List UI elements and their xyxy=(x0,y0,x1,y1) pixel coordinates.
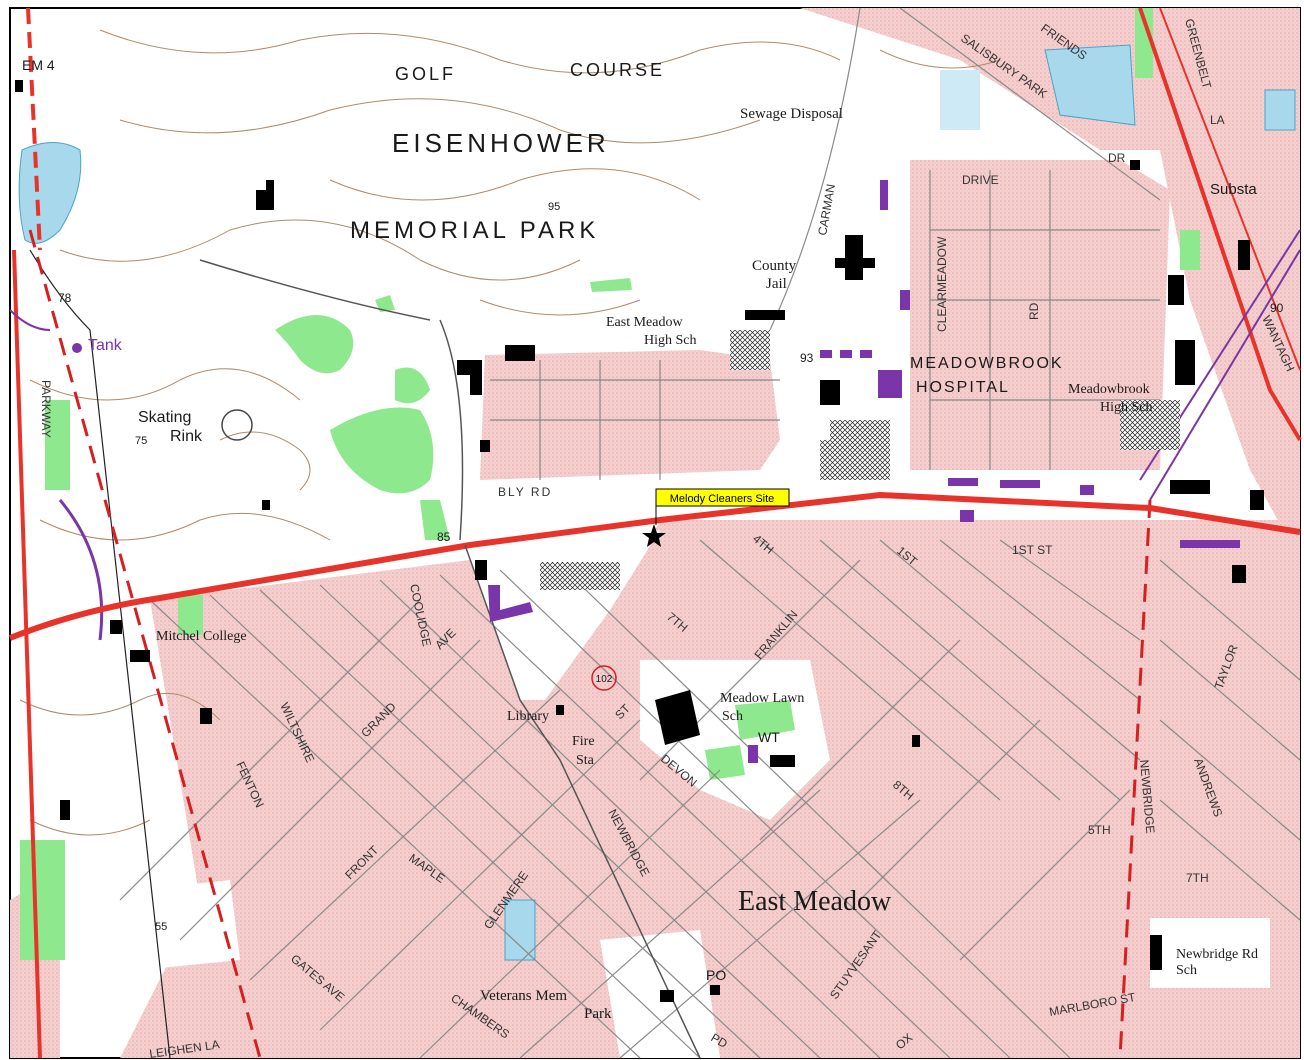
callout-label: Melody Cleaners Site xyxy=(670,493,775,505)
street-rd: RD xyxy=(1027,302,1041,320)
street-newbridge-east: NEWBRIDGE xyxy=(1137,759,1157,834)
label-golf: GOLF xyxy=(395,64,456,84)
place-labels: GOLF COURSE EISENHOWER MEMORIAL PARK Sew… xyxy=(22,57,1284,1022)
street-7th: 7TH xyxy=(1186,871,1209,885)
street-5th: 5TH xyxy=(1088,823,1111,837)
local-streets xyxy=(119,7,1301,1059)
label-course: COURSE xyxy=(570,60,665,80)
contour-lines xyxy=(19,29,1001,836)
elev-85: 85 xyxy=(437,530,451,544)
access-road xyxy=(439,319,464,541)
label-po: PO xyxy=(706,967,726,983)
street-1st-st: 1ST ST xyxy=(1012,543,1053,557)
elev-78: 78 xyxy=(58,291,72,305)
elev-95: 95 xyxy=(548,201,560,213)
street-parkway: PARKWAY xyxy=(39,380,53,438)
street-la: LA xyxy=(1210,113,1225,127)
label-sewage: Sewage Disposal xyxy=(740,106,843,122)
label-meadow-lawn-sch: Sch xyxy=(722,709,743,724)
label-fire: Fire xyxy=(572,734,595,749)
label-wt: WT xyxy=(758,729,780,745)
skating-rink-circle xyxy=(221,409,253,441)
elev-75: 75 xyxy=(135,435,147,447)
label-meadowbrook: MEADOWBROOK xyxy=(910,355,1064,372)
label-em-high-2: High Sch xyxy=(644,333,697,348)
label-em4: EM 4 xyxy=(22,57,55,73)
label-mb-high-1: Meadowbrook xyxy=(1068,382,1150,397)
label-newbridge-sch-1: Newbridge Rd xyxy=(1176,947,1258,962)
boundary-lines xyxy=(28,229,1152,1059)
newbridge-road xyxy=(464,544,701,1059)
site-callout[interactable]: Melody Cleaners Site xyxy=(642,488,790,547)
street-drive: DRIVE xyxy=(962,173,999,187)
route-shield: 102 xyxy=(591,665,617,691)
label-county: County xyxy=(752,258,797,274)
park-road xyxy=(199,259,431,321)
label-sta: Sta xyxy=(576,753,595,768)
label-mitchel: Mitchel College xyxy=(156,629,247,644)
elev-55: 55 xyxy=(155,921,167,933)
hempstead-turnpike xyxy=(8,491,1301,641)
label-eisenhower: EISENHOWER xyxy=(392,128,610,158)
label-east-meadow: East Meadow xyxy=(738,886,892,917)
label-mb-high-2: High Sch xyxy=(1100,400,1153,415)
label-memorial-park: MEMORIAL PARK xyxy=(350,217,599,244)
elev-93: 93 xyxy=(800,351,814,365)
star-icon[interactable] xyxy=(642,524,666,547)
label-park: Park xyxy=(584,1006,612,1022)
label-rink: Rink xyxy=(170,428,203,445)
label-veterans: Veterans Mem xyxy=(480,988,567,1004)
built-up-hatch xyxy=(540,330,1180,590)
parkway-roads xyxy=(9,7,171,1059)
elev-90: 90 xyxy=(1270,301,1284,315)
buildings xyxy=(15,80,1264,1002)
callout-box[interactable] xyxy=(655,488,790,507)
vegetation xyxy=(20,8,1200,960)
label-library: Library xyxy=(507,709,549,724)
street-clearmeadow: CLEARMEADOW xyxy=(935,236,949,332)
street-dr: DR xyxy=(1108,151,1126,165)
street-bly-rd: BLY RD xyxy=(498,485,552,499)
label-tank: Tank xyxy=(88,337,123,354)
water-bodies xyxy=(18,44,1296,961)
svg-text:102: 102 xyxy=(596,674,613,685)
label-hospital: HOSPITAL xyxy=(916,379,1010,396)
label-em-high-1: East Meadow xyxy=(606,315,683,330)
label-meadow-lawn: Meadow Lawn xyxy=(720,691,804,706)
label-newbridge-sch-2: Sch xyxy=(1176,963,1197,978)
purple-buildings xyxy=(72,180,1240,763)
label-substa: Substa xyxy=(1210,181,1257,198)
label-jail: Jail xyxy=(766,276,787,292)
label-skating: Skating xyxy=(138,409,191,426)
